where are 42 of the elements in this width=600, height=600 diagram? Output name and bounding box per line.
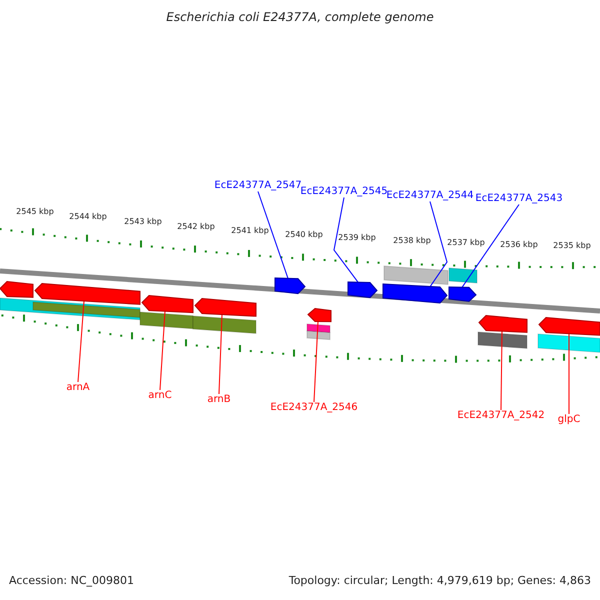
gene-feature bbox=[274, 277, 306, 294]
scale-label: 2545 kbp bbox=[16, 207, 54, 216]
gene-feature bbox=[478, 314, 528, 333]
leader-line bbox=[500, 330, 502, 410]
scale-label: 2538 kbp bbox=[393, 236, 431, 246]
scale-label: 2542 kbp bbox=[177, 222, 215, 232]
scale-label: 2537 kbp bbox=[447, 238, 485, 248]
accession-text: Accession: NC_009801 bbox=[9, 575, 134, 588]
gene-label: EcE24377A_2546 bbox=[270, 402, 358, 414]
leader-line bbox=[78, 300, 84, 382]
gene-label: EcE24377A_2543 bbox=[475, 193, 563, 204]
gene-label: glpC bbox=[558, 414, 580, 426]
scale-label: 2539 kbp bbox=[338, 233, 376, 242]
scale-label: 2543 kbp bbox=[124, 217, 162, 226]
gene-label: EcE24377A_2547 bbox=[214, 180, 302, 192]
scale-label: 2535 kbp bbox=[553, 241, 591, 250]
gene-feature bbox=[194, 298, 256, 317]
gene-label: arnB bbox=[207, 394, 231, 406]
gene-feature bbox=[538, 316, 600, 336]
scale-label: 2540 kbp bbox=[285, 230, 323, 240]
gene-label: EcE24377A_2545 bbox=[300, 186, 388, 198]
gene-feature bbox=[307, 308, 332, 322]
gene-label: arnC bbox=[148, 390, 172, 402]
gene-feature bbox=[141, 294, 194, 314]
leader-line bbox=[430, 201, 448, 288]
leader-line bbox=[314, 320, 318, 402]
title: Escherichia coli E24377A, complete genome bbox=[165, 11, 435, 25]
gene-feature bbox=[348, 281, 378, 298]
gene-label: EcE24377A_2542 bbox=[457, 410, 545, 422]
leader-line bbox=[160, 310, 166, 390]
leader-line bbox=[258, 191, 288, 279]
leader-line bbox=[333, 197, 358, 283]
genome-info-text: Topology: circular; Length: 4,979,619 bp; Genes: 4,863 bbox=[288, 575, 591, 588]
leader-line bbox=[568, 333, 570, 414]
gene-feature bbox=[448, 286, 477, 302]
scale-label: 2544 kbp bbox=[69, 212, 107, 222]
gene-label: EcE24377A_2544 bbox=[386, 190, 474, 202]
leader-line bbox=[218, 314, 222, 394]
scale-label: 2536 kbp bbox=[500, 240, 538, 250]
leader-line bbox=[462, 204, 520, 288]
scale-label: 2541 kbp bbox=[231, 226, 269, 236]
gene-label: arnA bbox=[66, 382, 90, 394]
